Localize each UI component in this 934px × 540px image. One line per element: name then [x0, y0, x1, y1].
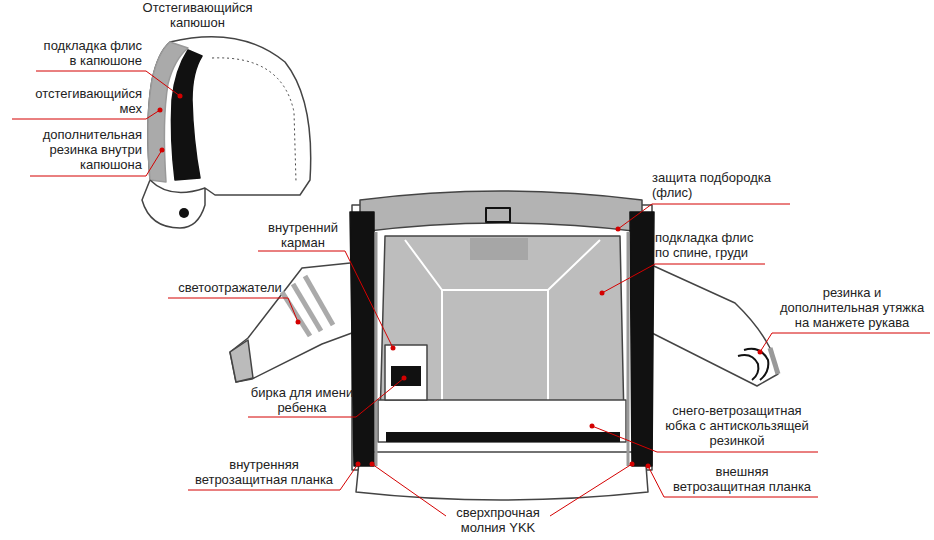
leader-dot [178, 94, 183, 99]
part-label: Отстегивающийся капюшон [130, 0, 265, 30]
leader-line [618, 204, 790, 229]
part-label: отстегивающийся мех [14, 86, 142, 116]
jacket-body [350, 191, 654, 500]
leader-line [372, 464, 446, 516]
part-label: подкладка флис в капюшоне [38, 38, 142, 68]
leader-line [168, 298, 298, 322]
jacket-body [405, 240, 600, 402]
hood [142, 37, 311, 228]
hood [179, 208, 189, 218]
part-label: подкладка флис по спине, груди [655, 230, 765, 260]
jacket-body [386, 432, 620, 442]
right-sleeve [738, 355, 758, 380]
jacket-body [380, 236, 624, 420]
leader-line [258, 251, 393, 348]
leader-dot [758, 350, 763, 355]
left-sleeve [305, 276, 333, 325]
leader-dot [600, 291, 605, 296]
right-sleeve [645, 262, 778, 386]
jacket-body [360, 191, 642, 232]
leader-line [602, 264, 765, 293]
right-sleeve [770, 348, 778, 374]
leader-dot [646, 464, 651, 469]
part-label: внутренняя ветрозащитная планка [190, 457, 338, 487]
right-sleeve [645, 262, 778, 386]
part-label: сверхпрочная молния YKK [448, 505, 548, 535]
part-label: защита подбородка (флис) [652, 170, 782, 200]
leader-dot [370, 462, 375, 467]
jacket-body [356, 452, 648, 500]
part-label: внешняя ветрозащитная планка [668, 464, 816, 494]
leader-dot [158, 108, 163, 113]
left-sleeve [282, 292, 310, 336]
part-label: дополнительная резинка внутри капюшона [32, 127, 142, 172]
hood [212, 58, 296, 182]
part-label: внутренний карман [262, 220, 344, 250]
part-label: снего-ветрозащитная юбка с антискользяще… [657, 403, 817, 448]
leader-dot [402, 376, 407, 381]
leader-dot [630, 462, 635, 467]
jacket-body [375, 232, 378, 466]
part-label: резинка и дополнительная утяжка на манже… [776, 285, 928, 330]
jacket-body [352, 205, 652, 470]
left-sleeve [230, 340, 253, 382]
jacket-body [385, 345, 427, 400]
leader-dot [296, 320, 301, 325]
leader-line [12, 71, 930, 516]
part-label: бирка для имени ребенка [250, 385, 354, 415]
leader-line [550, 464, 632, 516]
jacket-body [350, 212, 374, 466]
leader-dot [160, 148, 165, 153]
leader-dot [590, 424, 595, 429]
jacket-body [378, 400, 626, 442]
jacket-body [391, 366, 421, 386]
leader-dot [616, 227, 621, 232]
hood [150, 180, 205, 193]
leader-dot [158, 94, 763, 469]
jacket-body [470, 238, 528, 260]
left-sleeve [293, 284, 321, 331]
leader-dot [356, 462, 361, 467]
hood [142, 37, 311, 228]
jacket-body [627, 232, 630, 466]
leader-line [248, 378, 404, 417]
jacket-body [630, 212, 654, 466]
jacket-body [486, 208, 510, 222]
hood [171, 50, 202, 180]
part-label: светоотражатели [170, 280, 290, 295]
leader-dot [391, 346, 396, 351]
leader-line [760, 333, 930, 352]
